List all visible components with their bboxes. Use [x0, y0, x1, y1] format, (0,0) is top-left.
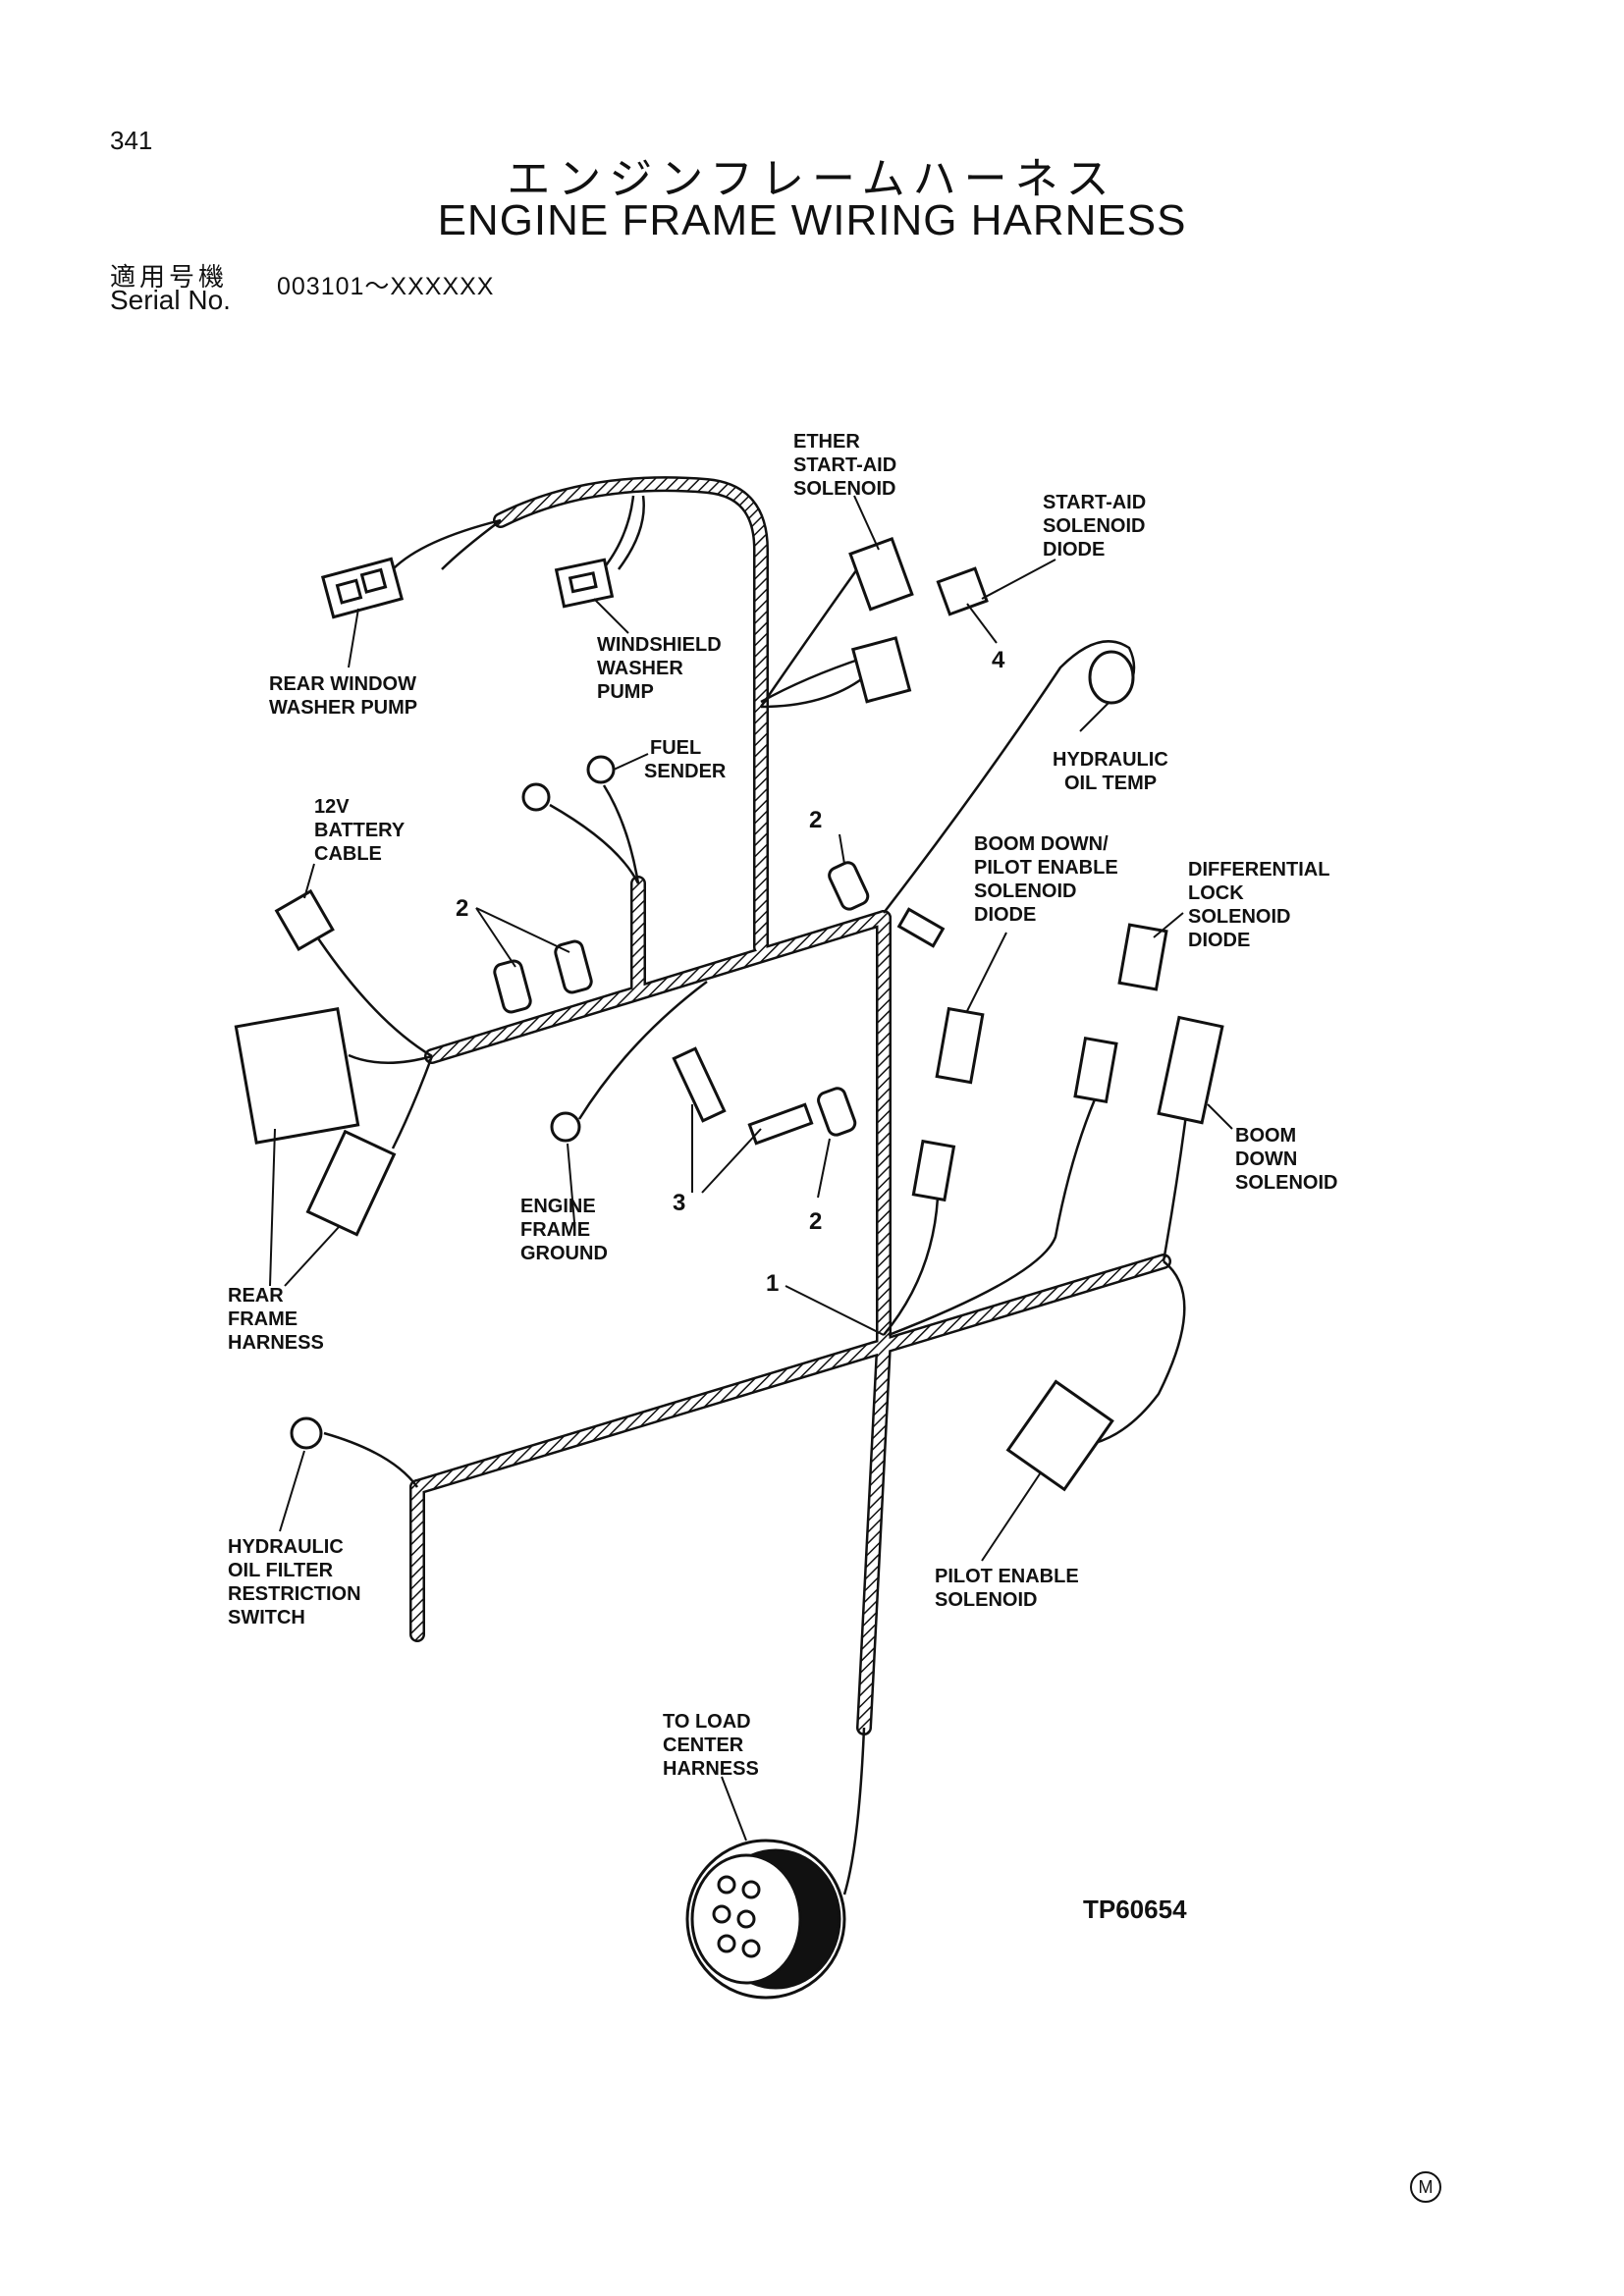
- callout-2-left: 2: [456, 895, 468, 922]
- filter-switch-terminal: [290, 1416, 323, 1450]
- harness-trunks: [409, 476, 1171, 1735]
- bolt-3: [896, 907, 946, 948]
- harness-clip: [493, 959, 532, 1014]
- title-japanese: エンジンフレームハーネス: [507, 154, 1117, 204]
- callout-2-top: 2: [809, 807, 822, 833]
- callout-numbers: 4 2 2 3 2 1: [456, 647, 1005, 1297]
- hydraulic-oil-temp-sensor: [1088, 650, 1135, 705]
- pilot-enable-connector: [1005, 1379, 1114, 1492]
- serial-label-english: Serial No.: [110, 285, 231, 315]
- components: [234, 537, 1224, 2000]
- title-english: ENGINE FRAME WIRING HARNESS: [437, 196, 1187, 244]
- windshield-washer-connector: [554, 558, 615, 609]
- harness-clip-2: [554, 939, 593, 994]
- callout-3: 3: [673, 1190, 685, 1216]
- harness-clip-4: [817, 1087, 857, 1137]
- bolt: [672, 1046, 727, 1123]
- serial-range: 003101～XXXXXX: [277, 273, 495, 300]
- rear-frame-connector: [234, 1006, 360, 1145]
- engine-frame-ground-terminal: [550, 1111, 581, 1143]
- boom-down-pilot-diode-body: [935, 1006, 985, 1085]
- component-wires: [312, 495, 1190, 1896]
- rear-frame-connector-2: [305, 1129, 397, 1237]
- callout-4: 4: [992, 647, 1005, 673]
- connector-a: [911, 1139, 956, 1202]
- connector-b: [1073, 1036, 1118, 1104]
- diff-lock-diode-body: [1117, 923, 1168, 991]
- ether-solenoid-connector: [848, 537, 914, 612]
- battery-cable-connector: [274, 888, 335, 951]
- leader-lines: [269, 495, 1233, 1842]
- bolt-2: [747, 1102, 814, 1146]
- corner-mark: M: [1410, 2171, 1441, 2203]
- boom-down-solenoid-connector: [1157, 1015, 1224, 1125]
- fuel-sender-terminal-2: [521, 782, 551, 812]
- fuel-sender-terminal: [586, 755, 616, 784]
- load-center-connector: [685, 1839, 846, 2000]
- start-aid-diode-body: [936, 566, 989, 616]
- callout-1: 1: [766, 1270, 779, 1297]
- serial-label-japanese: 適用号機: [110, 263, 229, 293]
- callout-2-bottom: 2: [809, 1208, 822, 1235]
- harness-clip-3: [828, 861, 870, 911]
- figure-code: TP60654: [1083, 1895, 1187, 1924]
- rear-window-washer-connector: [320, 557, 405, 619]
- page-number: 341: [110, 126, 153, 155]
- ether-solenoid-connector-2: [850, 636, 912, 704]
